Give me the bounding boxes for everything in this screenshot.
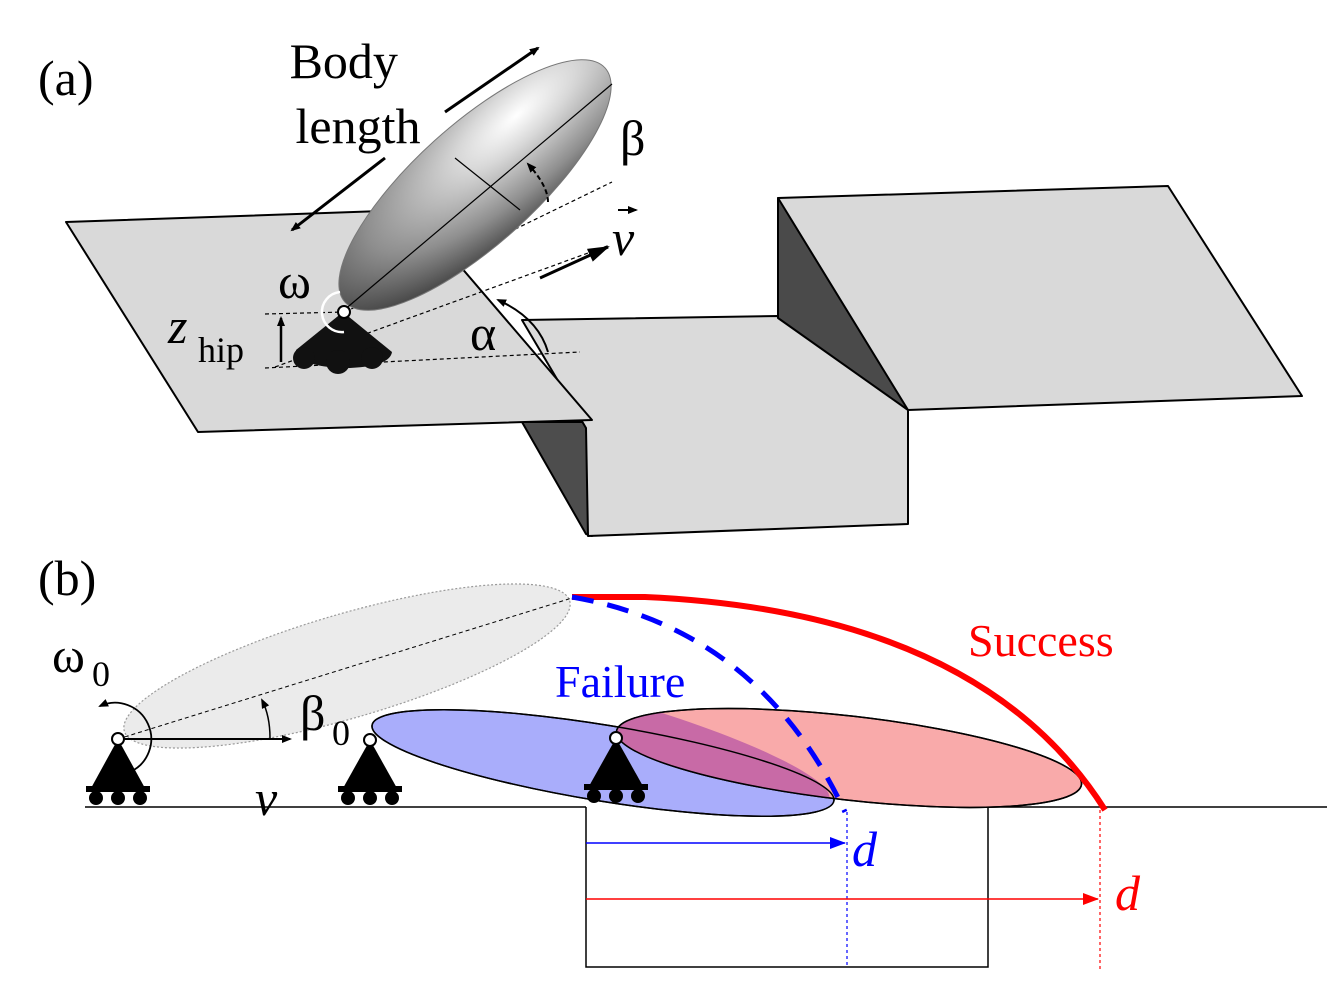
robot-foot-b-success (584, 738, 648, 803)
beta0-subscript: 0 (332, 713, 350, 753)
omega-rotation-arrow (320, 290, 345, 334)
panel-b-label: (b) (38, 550, 96, 606)
platform-left (65, 209, 593, 433)
d-failure-label: d (852, 821, 878, 877)
robot-foot-b-initial (86, 739, 150, 805)
omega0-label: ω (52, 627, 85, 683)
terrain-3d (65, 185, 1303, 537)
body-length-arrow-down (290, 156, 386, 232)
body-length-line-1: Body (290, 33, 398, 89)
panel-b: (b) (38, 550, 1327, 972)
beta0-label: β (300, 685, 325, 741)
alpha-angle-arrow (496, 299, 549, 353)
z-hip-subscript: hip (198, 330, 244, 370)
velocity-label-b: v (255, 770, 278, 826)
hip-joint-a (337, 305, 351, 319)
failure-trajectory (571, 594, 848, 814)
robot-foot-a (293, 312, 392, 374)
ground-profile (85, 806, 1327, 968)
beta-angle-arrow (526, 162, 549, 203)
robot-foot-b-failure (338, 740, 402, 805)
alpha-label: α (470, 305, 496, 361)
panel-a: (a) (38, 33, 1303, 537)
body-length-line-2: length (296, 98, 421, 154)
panel-a-label: (a) (38, 50, 94, 106)
body-length-arrow-up (444, 46, 540, 114)
gap-wall-left (521, 421, 593, 537)
initial-body-ghost (117, 583, 573, 749)
failure-label: Failure (555, 656, 685, 707)
d-success-label: d (1115, 865, 1141, 921)
velocity-label-a: v (612, 210, 635, 266)
velocity-arrow-a (539, 245, 610, 280)
body-length-label: Body length (290, 33, 421, 154)
omega0-rotation-arrow (98, 699, 153, 773)
success-label: Success (968, 615, 1114, 666)
success-trajectory (572, 594, 1108, 812)
omega0-subscript: 0 (92, 654, 110, 694)
omega-label-a: ω (278, 253, 311, 309)
robot-body-a (338, 59, 613, 312)
z-hip-label: z (167, 298, 187, 354)
platform-right (777, 185, 1303, 411)
beta-label: β (620, 110, 645, 166)
beta0-angle-arrow (261, 698, 271, 739)
